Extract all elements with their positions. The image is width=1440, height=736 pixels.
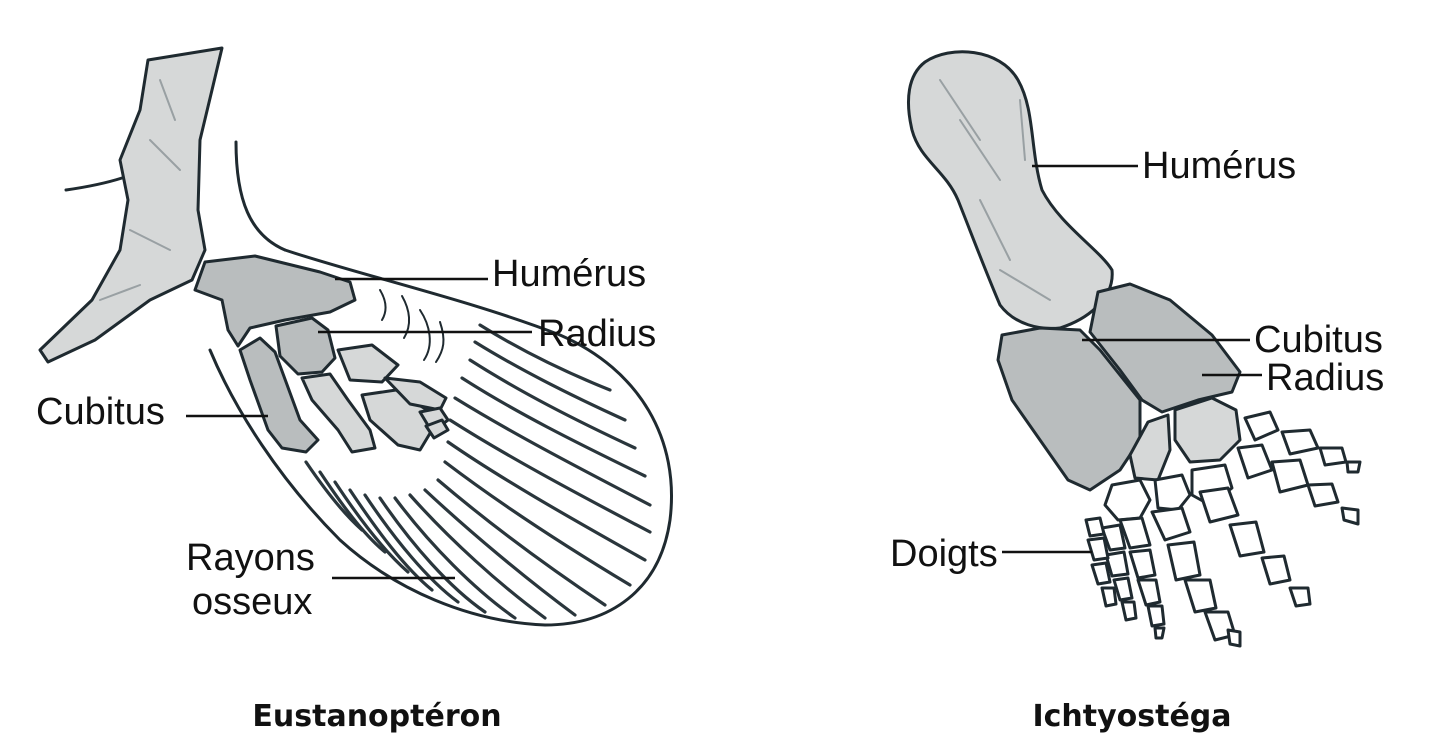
label-eusta-cubitus: Cubitus xyxy=(36,391,165,433)
label-ichty-doigts: Doigts xyxy=(890,533,998,575)
eusta-radius-bone xyxy=(274,316,337,376)
ichty-radius-bone xyxy=(996,326,1142,492)
label-eusta-rayons-line2: osseux xyxy=(192,581,312,623)
fin-rays xyxy=(304,323,652,620)
label-ichty-radius: Radius xyxy=(1266,357,1384,399)
eustanopteron-fin-drawing xyxy=(38,46,673,627)
ichtyostega-limb-drawing xyxy=(906,50,1362,648)
label-eusta-rayons-line1: Rayons xyxy=(186,537,315,579)
label-ichty-humerus: Humérus xyxy=(1142,145,1296,187)
caption-eustanopteron: Eustanoptéron xyxy=(252,699,501,734)
shoulder-girdle xyxy=(38,46,224,364)
ichty-cubitus-bone xyxy=(1088,282,1242,414)
ichty-digits xyxy=(1084,410,1362,648)
caption-ichtyostega: Ichtyostéga xyxy=(1032,699,1231,734)
label-eusta-radius: Radius xyxy=(538,313,656,355)
fin-outline xyxy=(208,248,673,627)
label-eusta-humerus: Humérus xyxy=(492,253,646,295)
eusta-cubitus-bone xyxy=(238,336,320,454)
ichty-humerus-bone xyxy=(906,50,1114,330)
label-ichty-cubitus: Cubitus xyxy=(1254,319,1383,361)
eusta-humerus-bone xyxy=(193,254,357,348)
